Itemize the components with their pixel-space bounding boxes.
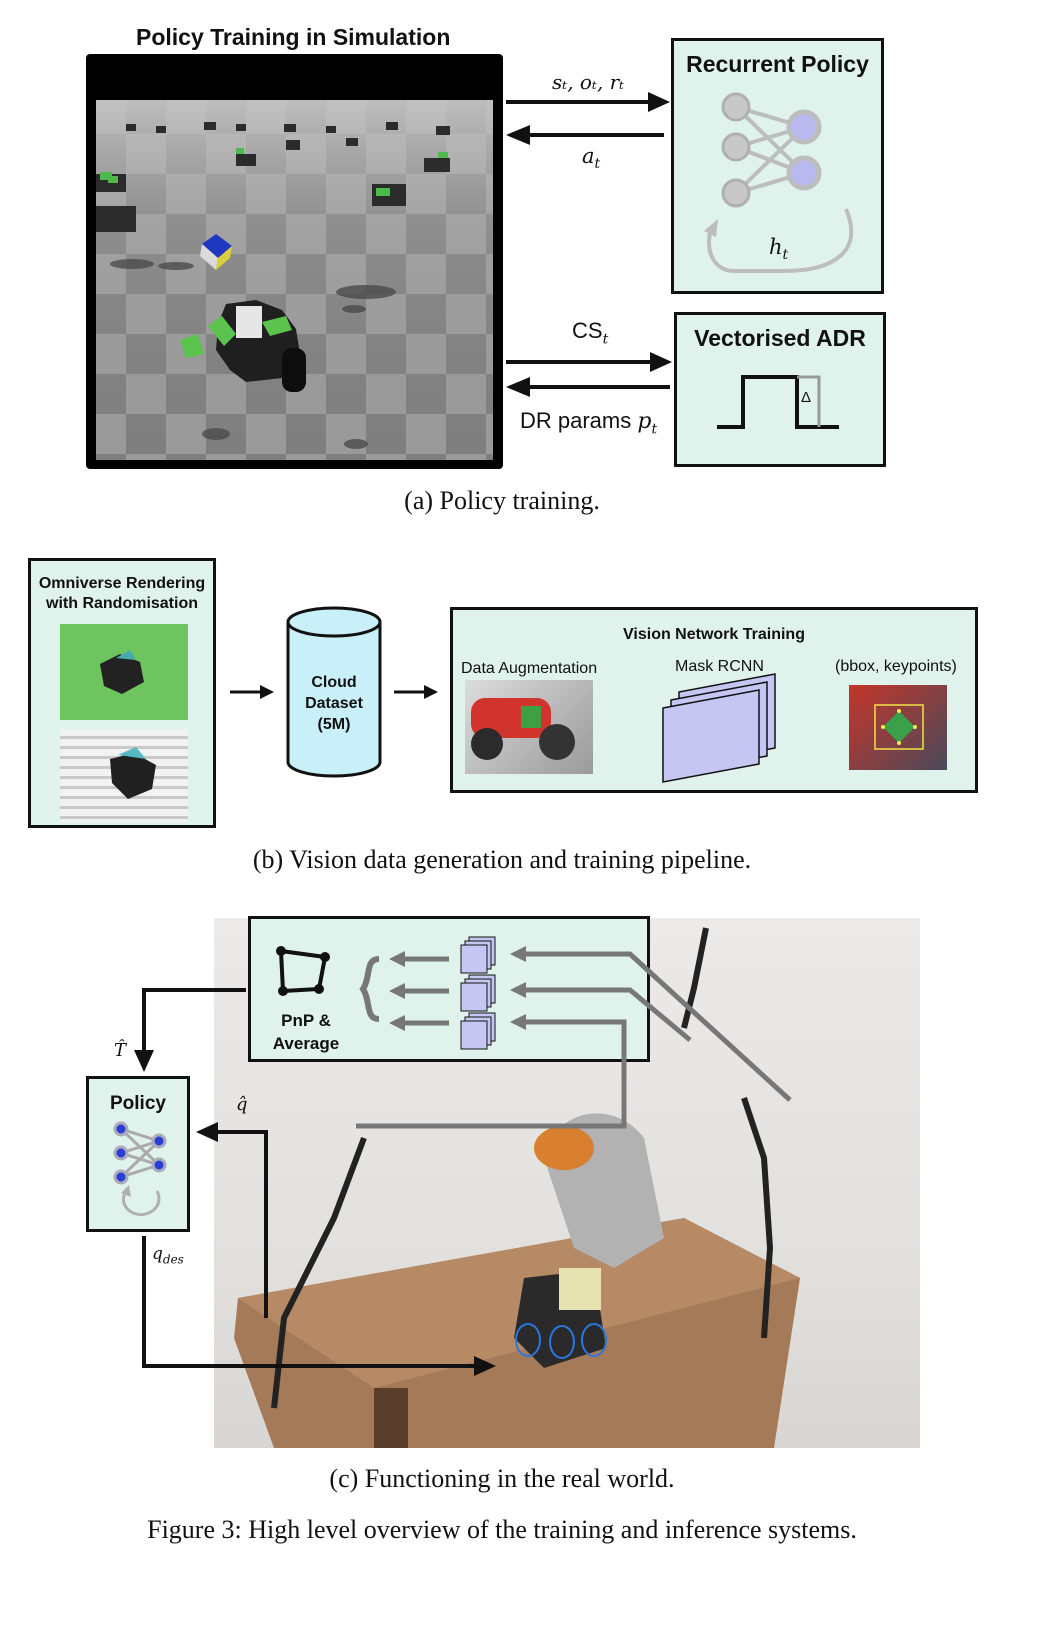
recurrent-policy-box: Recurrent Policy ht xyxy=(671,38,884,294)
vision-training-title: Vision Network Training xyxy=(623,626,805,643)
policy-box: Policy xyxy=(86,1076,190,1232)
figure-caption: Figure 3: High level overview of the tra… xyxy=(147,1515,857,1544)
delta-label: Δ xyxy=(801,389,812,406)
observation-label: sₜ, oₜ, rₜ xyxy=(552,70,625,94)
output-node xyxy=(786,109,822,145)
q-des-label: qdes xyxy=(152,1244,184,1267)
network-stack-icon xyxy=(460,936,496,1050)
input-node xyxy=(721,132,751,162)
keypoint-output-image xyxy=(849,685,947,770)
mask-rcnn-sheets xyxy=(662,673,776,783)
vision-training-box: Vision Network Training Data Augmentatio… xyxy=(450,607,978,793)
mask-rcnn-label: Mask RCNN xyxy=(675,658,764,675)
recurrent-network-graphic xyxy=(704,92,854,273)
action-label: at xyxy=(582,144,601,173)
policy-title: Policy xyxy=(110,1093,166,1114)
caption-a: (a) Policy training. xyxy=(404,486,600,515)
q-hat-label: q̂ xyxy=(236,1094,248,1115)
arrow-head-right xyxy=(650,352,672,372)
render-box: Omniverse Rendering with Randomisation xyxy=(28,558,216,828)
recurrent-policy-title: Recurrent Policy xyxy=(686,51,869,77)
output-label: (bbox, keypoints) xyxy=(835,658,957,675)
input-node xyxy=(721,92,751,122)
input-node xyxy=(721,178,751,208)
dr-params-label: DR params pt xyxy=(520,408,658,438)
simulation-view xyxy=(86,54,503,469)
policy-network-graphic xyxy=(113,1121,167,1216)
pnp-box: PnP & Average xyxy=(248,916,650,1062)
t-hat-label: T̂ xyxy=(114,1040,127,1061)
adr-box: Vectorised ADR Δ xyxy=(674,312,886,467)
adr-title: Vectorised ADR xyxy=(694,325,866,351)
render-sample-stripes xyxy=(60,729,188,823)
arrow-head-left xyxy=(506,125,530,145)
render-sample-green xyxy=(60,624,188,720)
data-augmentation-label: Data Augmentation xyxy=(461,660,598,677)
augmented-image xyxy=(465,680,593,774)
caption-c: (c) Functioning in the real world. xyxy=(329,1464,675,1493)
render-title: Omniverse Rendering with Randomisation xyxy=(38,575,206,612)
output-node xyxy=(786,155,822,191)
simulation-scene xyxy=(96,100,493,460)
cloud-dataset-label: Cloud Dataset (5M) xyxy=(305,674,363,733)
recurrence-loop xyxy=(707,208,854,273)
arrow-head-left xyxy=(506,377,530,397)
sim-title: Policy Training in Simulation xyxy=(136,24,451,50)
hidden-state-label: ht xyxy=(769,235,789,264)
pnp-label: PnP & Average xyxy=(272,1011,340,1053)
caption-b: (b) Vision data generation and training … xyxy=(252,845,752,874)
adr-step-graphic xyxy=(717,375,839,429)
cs-label: CSt xyxy=(572,318,609,348)
arrow-head-right xyxy=(648,92,670,112)
brace-icon xyxy=(359,956,380,1022)
